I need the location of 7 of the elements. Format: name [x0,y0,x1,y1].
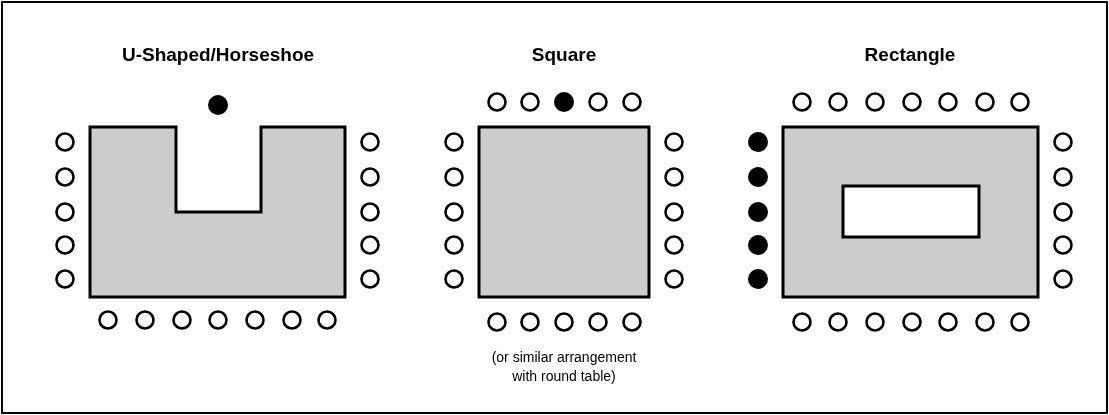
layout-heading: U-Shaped/Horseshoe [121,44,315,66]
note-text: (or similar arrangement with round table) [490,348,638,386]
layout-heading: Square [531,44,597,66]
square-table [477,125,651,299]
hollow-rectangle-table [781,125,1040,299]
u-shaped-table [88,125,347,299]
layout-heading: Rectangle [864,44,956,66]
